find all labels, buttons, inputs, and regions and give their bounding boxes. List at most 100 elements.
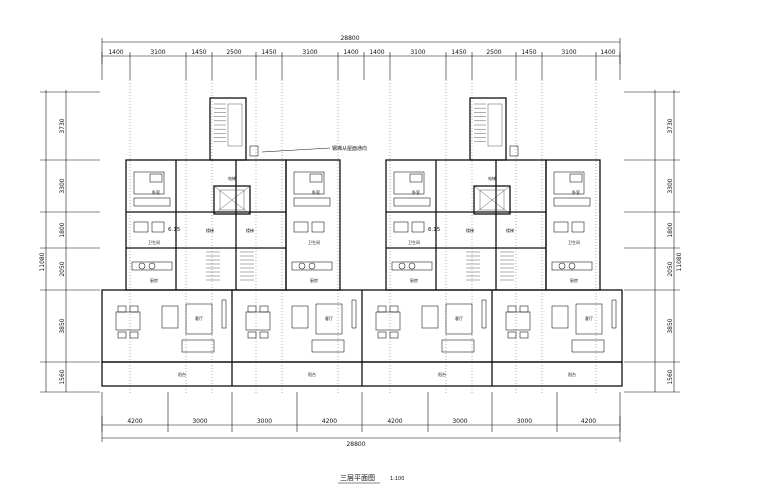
bottom-dim-label: 4200 xyxy=(127,418,142,425)
room-label-living: 客厅 xyxy=(455,315,463,321)
dining-table-left xyxy=(375,311,401,331)
dining-chair-left xyxy=(389,305,399,313)
coffee-table-left xyxy=(445,303,473,335)
coffee-table-right xyxy=(575,303,603,335)
dining-chair-right xyxy=(247,305,257,313)
bottom-dim-label: 3000 xyxy=(452,418,467,425)
top-dim-label: 2500 xyxy=(226,49,241,56)
stair-landing xyxy=(227,103,243,147)
top-dim-label: 1400 xyxy=(369,49,384,56)
stove-burner-left xyxy=(148,262,156,270)
room-label-bath: 卫生间 xyxy=(568,239,580,245)
toilet-right xyxy=(293,221,309,233)
bed-left xyxy=(133,171,165,195)
right-dim-label: 2050 xyxy=(667,261,674,276)
right-wing-outline xyxy=(545,159,601,291)
wardrobe-left xyxy=(393,197,431,207)
dining-chair-left xyxy=(129,305,139,313)
dining-chair-right xyxy=(507,331,517,339)
room-label-bath: 卫生间 xyxy=(148,239,160,245)
tv-cabinet-left xyxy=(221,299,227,329)
right-dim-label: 3730 xyxy=(667,118,674,133)
dining-table-right xyxy=(245,311,271,331)
basin-left xyxy=(151,221,165,233)
kitchen-counter-left xyxy=(391,261,433,271)
dining-chair-left xyxy=(377,331,387,339)
room-label-hall: 楼梯 xyxy=(206,227,214,233)
bottom-dim-label: 3000 xyxy=(257,418,272,425)
stair-landing xyxy=(487,103,503,147)
top-dim-label: 2500 xyxy=(486,49,501,56)
top-dimension-chain: 28800 1400 3100 1450 2500 1450 3100 1400 1400 31… xyxy=(101,35,621,80)
bottom-dim-label: 4200 xyxy=(581,418,596,425)
toilet-left xyxy=(393,221,409,233)
top-dim-label: 1450 xyxy=(521,49,536,56)
room-label-kitchen: 厨房 xyxy=(410,277,418,283)
right-dim-label: 3300 xyxy=(667,178,674,193)
bed-right xyxy=(293,171,325,195)
room-label-living: 客厅 xyxy=(585,315,593,321)
top-dim-label: 1400 xyxy=(600,49,615,56)
building-block-right: 卧室卫生间厨房卧室卫生间厨房电梯楼梯楼梯客厅阳台客厅阳台 xyxy=(375,97,617,377)
room-label-lift: 电梯 xyxy=(488,175,496,181)
wardrobe-right xyxy=(293,197,331,207)
left-dim-label: 2050 xyxy=(59,261,66,276)
room-label-bedroom: 卧室 xyxy=(572,189,580,195)
room-label-living: 客厅 xyxy=(325,315,333,321)
tv-cabinet-right xyxy=(351,299,357,329)
top-total-dimension: 28800 xyxy=(340,35,359,42)
right-dim-label: 1560 xyxy=(667,369,674,384)
armchair-right xyxy=(291,305,309,329)
dining-table-right xyxy=(505,311,531,331)
stove-burner-right xyxy=(558,262,566,270)
bottom-total-dimension: 28800 xyxy=(346,441,365,448)
top-dim-label: 3100 xyxy=(150,49,165,56)
room-label-kitchen: 厨房 xyxy=(570,277,578,283)
dining-chair-right xyxy=(519,331,529,339)
building-outline xyxy=(101,289,623,387)
dining-chair-right xyxy=(519,305,529,313)
bottom-dim-label: 3000 xyxy=(517,418,532,425)
left-dim-label: 1800 xyxy=(59,222,66,237)
roof-ladder-note: 钢梯从屋面通向 xyxy=(332,145,367,152)
dining-chair-left xyxy=(377,305,387,313)
left-dim-label: 3300 xyxy=(59,178,66,193)
dining-chair-left xyxy=(389,331,399,339)
kitchen-counter-right xyxy=(551,261,593,271)
armchair-left xyxy=(421,305,439,329)
wardrobe-left xyxy=(133,197,171,207)
stove-burner-right xyxy=(568,262,576,270)
left-dim-label: 3730 xyxy=(59,118,66,133)
dining-chair-left xyxy=(117,305,127,313)
left-dim-label: 3850 xyxy=(59,318,66,333)
room-label-hall: 楼梯 xyxy=(246,227,254,233)
top-dim-label: 1450 xyxy=(261,49,276,56)
top-dim-label: 3100 xyxy=(561,49,576,56)
armchair-right xyxy=(551,305,569,329)
basin-right xyxy=(311,221,325,233)
building-block-left: 卧室卫生间厨房卧室卫生间厨房电梯楼梯楼梯客厅阳台客厅阳台 xyxy=(115,97,357,377)
top-dim-label: 3100 xyxy=(410,49,425,56)
coffee-table-left xyxy=(185,303,213,335)
toilet-right xyxy=(553,221,569,233)
room-label-balcony: 阳台 xyxy=(178,371,186,377)
coffee-table-right xyxy=(315,303,343,335)
top-dim-label: 3100 xyxy=(302,49,317,56)
tv-cabinet-left xyxy=(481,299,487,329)
sofa-left xyxy=(181,339,215,353)
right-dim-label: 3850 xyxy=(667,318,674,333)
room-label-hall: 楼梯 xyxy=(506,227,514,233)
lift-shaft xyxy=(473,185,511,215)
room-label-bath: 卫生间 xyxy=(308,239,320,245)
drawing-scale: 1:100 xyxy=(390,476,404,482)
stove-burner-left xyxy=(408,262,416,270)
top-dim-label: 1400 xyxy=(108,49,123,56)
stove-burner-right xyxy=(298,262,306,270)
right-dim-label: 1800 xyxy=(667,222,674,237)
room-label-bath: 卫生间 xyxy=(408,239,420,245)
